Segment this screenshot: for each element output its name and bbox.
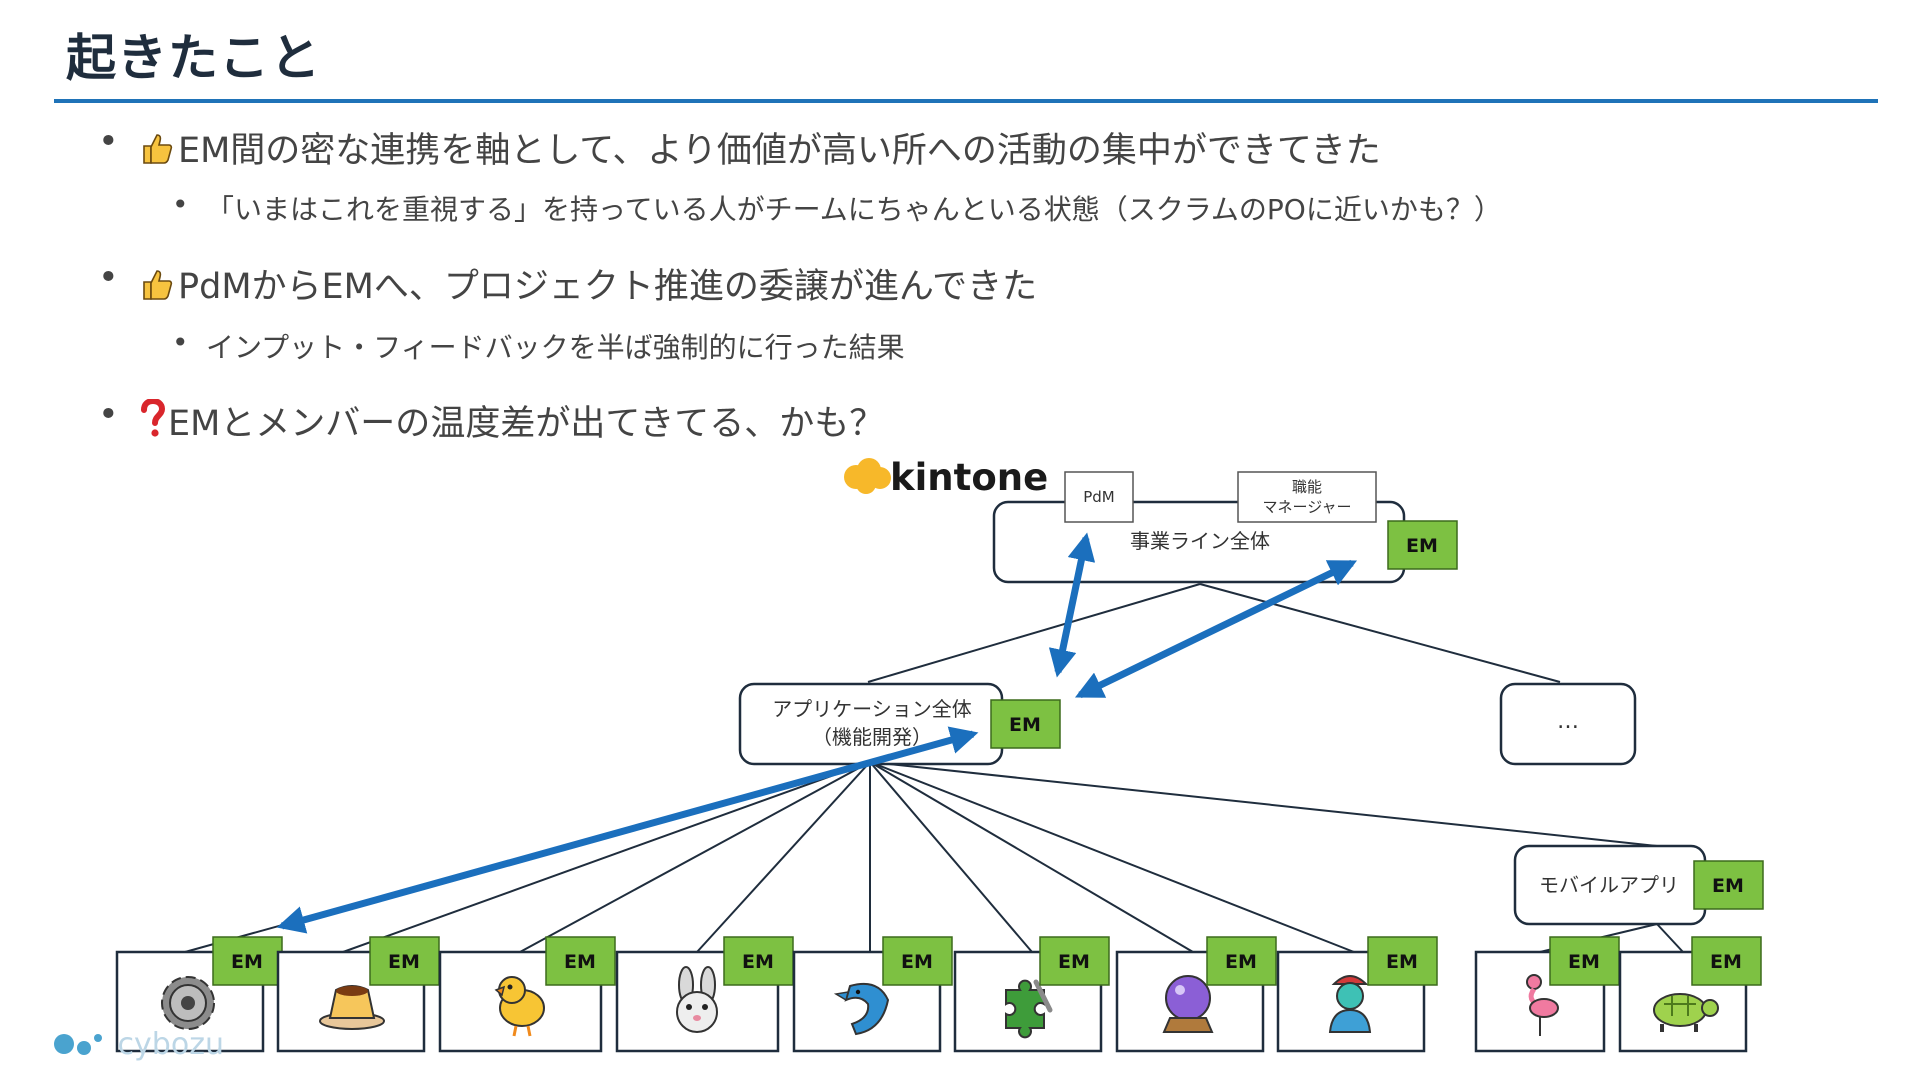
team-box-7: EM xyxy=(1115,936,1277,1053)
team-box-6: EM xyxy=(953,936,1110,1053)
app-node-line1: アプリケーション全体 xyxy=(772,697,972,721)
sub-bullet-2-text: インプット・フィードバックを半ば強制的に行った結果 xyxy=(206,331,905,364)
page-title: 起きたこと xyxy=(66,29,321,87)
question-mark-icon xyxy=(140,397,166,448)
functional-manager-box: 職能 マネージャー xyxy=(1237,471,1377,523)
genie-icon xyxy=(1328,975,1372,1033)
sub-bullet-1-text: 「いまはこれを重視する」を持っている人がチームにちゃんといる状態（スクラムのPO… xyxy=(206,193,1502,226)
kintone-logo: kintone xyxy=(844,456,1048,499)
bullet-2-text: PdMからEMへ、プロジェクト推進の委譲が進んできた xyxy=(178,267,1038,307)
bullet-1: • EM間の密な連携を軸として、より価値が高い所への活動の集中ができてきた xyxy=(98,122,1381,175)
rabbit-icon xyxy=(676,966,718,1033)
bullet-dot: • xyxy=(98,395,119,435)
em-label: EM xyxy=(1058,951,1090,973)
connector-lines xyxy=(184,583,1684,953)
puzzle-icon xyxy=(1005,979,1053,1039)
title-rule xyxy=(54,99,1878,103)
company-logo: cybozu xyxy=(52,1024,224,1062)
flamingo-icon xyxy=(1526,974,1559,1036)
functional-manager-line2: マネージャー xyxy=(1263,498,1352,516)
sub-bullet-2: • インプット・フィードバックを半ば強制的に行った結果 xyxy=(172,326,905,366)
em-badge-app: EM xyxy=(990,699,1061,749)
em-label: EM xyxy=(742,951,774,973)
pdm-box: PdM xyxy=(1064,471,1134,523)
thumbs-up-icon xyxy=(140,130,176,175)
team-box-3: EM xyxy=(438,936,616,1053)
team-box-10: EM xyxy=(1618,936,1762,1053)
cybozu-logo-icon xyxy=(54,1034,102,1055)
bullet-3: • EMとメンバーの温度差が出てきてる、かも？ xyxy=(98,395,885,448)
em-label: EM xyxy=(901,951,933,973)
pdm-label: PdM xyxy=(1083,488,1115,506)
thumbs-up-icon xyxy=(140,266,176,311)
other-node: … xyxy=(1499,682,1637,766)
bullet-2: • PdMからEMへ、プロジェクト推進の委譲が進んできた xyxy=(98,258,1038,311)
bullet-dot: • xyxy=(172,188,189,221)
functional-manager-line1: 職能 xyxy=(1292,478,1322,496)
sub-bullet-1: • 「いまはこれを重視する」を持っている人がチームにちゃんといる状態（スクラムの… xyxy=(172,188,1502,228)
app-node-line2: （機能開発） xyxy=(812,725,932,749)
em-label: EM xyxy=(231,951,263,973)
em-label: EM xyxy=(1225,951,1257,973)
em-label: EM xyxy=(1712,875,1744,897)
arrow-pdm-app xyxy=(1048,532,1096,678)
team-box-4: EM xyxy=(615,936,794,1053)
other-node-label: … xyxy=(1557,709,1579,734)
bullet-dot: • xyxy=(98,258,119,298)
bullet-dot: • xyxy=(172,326,189,359)
mobile-app-node: モバイルアプリ xyxy=(1513,844,1707,926)
kintone-wordmark: kintone xyxy=(890,456,1048,499)
arrow-top-em-app xyxy=(1074,559,1358,699)
em-label: EM xyxy=(1710,951,1742,973)
em-label: EM xyxy=(564,951,596,973)
collaboration-arrows xyxy=(276,532,1358,934)
crystal-ball-icon xyxy=(1162,975,1214,1033)
bullet-1-text: EM間の密な連携を軸として、より価値が高い所への活動の集中ができてきた xyxy=(178,131,1381,171)
em-badge-top: EM xyxy=(1387,520,1458,570)
kintone-cloud-icon xyxy=(844,458,891,494)
team-box-2: EM xyxy=(276,936,440,1053)
em-label: EM xyxy=(1009,714,1041,736)
company-logo-text: cybozu xyxy=(117,1027,224,1062)
mobile-app-label: モバイルアプリ xyxy=(1539,873,1679,897)
chick-icon xyxy=(494,976,545,1037)
em-label: EM xyxy=(1386,951,1418,973)
dolphin-icon xyxy=(833,982,890,1036)
em-label: EM xyxy=(1406,535,1438,557)
em-badge-mobile: EM xyxy=(1693,860,1764,910)
arrow-app-team xyxy=(276,726,979,934)
em-label: EM xyxy=(1568,951,1600,973)
bullet-3-text: EMとメンバーの温度差が出てきてる、かも？ xyxy=(168,404,885,444)
turtle-icon xyxy=(1653,993,1719,1032)
top-node-label: 事業ライン全体 xyxy=(1130,529,1270,553)
team-box-9: EM xyxy=(1474,936,1620,1053)
gear-icon xyxy=(161,976,215,1030)
team-box-8: EM xyxy=(1276,936,1438,1053)
bullet-dot: • xyxy=(98,122,119,162)
pudding-icon xyxy=(319,985,385,1030)
team-box-5: EM xyxy=(792,936,953,1053)
em-label: EM xyxy=(388,951,420,973)
top-node-business-line: 事業ライン全体 xyxy=(992,500,1406,584)
app-node: アプリケーション全体 （機能開発） xyxy=(738,682,1004,766)
